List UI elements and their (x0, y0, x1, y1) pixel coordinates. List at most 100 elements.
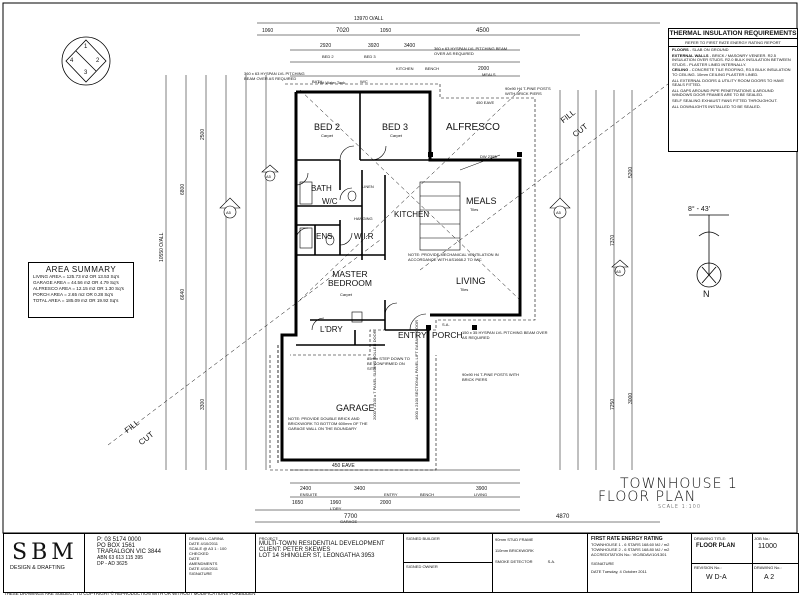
meta-key: AMENDMENTS (189, 561, 218, 566)
legend-key: 110mm BRICKWORK (495, 548, 534, 553)
dim-label-entry: ENTRY (384, 492, 398, 497)
plan-title-line2: FLOOR PLAN (598, 489, 697, 505)
bath-fixtures (299, 181, 363, 323)
note-pitching-beam-2: 360 x 63 HYSPAN LVL PITCHING BEAM OVER A… (434, 46, 508, 56)
dim-bottom-4: 1650 (292, 500, 304, 506)
dim-top-6: 3920 (368, 43, 380, 49)
dim-left-4: 3300 (200, 398, 206, 410)
legend-value: S.A. (547, 559, 556, 564)
area-row: TOTAL AREA = 185.09 m2 OR 19.92 Sq's (33, 298, 119, 303)
kitchen-bench (419, 181, 461, 251)
section-label-2: A5 (556, 210, 561, 215)
meta-row: AMENDMENTS (189, 561, 255, 566)
energy-title: FIRST RATE ENERGY RATING (591, 536, 663, 542)
project-client: CLIENT: PETER SKEWES (259, 547, 331, 553)
dim-bottom-2: 3400 (354, 486, 366, 492)
area-row: ALFRESCO AREA = 12.15 m2 OR 1.30 Sq's (33, 286, 124, 291)
dim-top-8: 2000 (478, 66, 490, 72)
note-posts-2: 90x90 H4 T-PINE POSTS WITH BRICK PIERS (462, 372, 520, 382)
meta-row: SCALE @ A3 1 : 100 (189, 546, 255, 551)
signed-builder: SIGNED BUILDER (406, 536, 440, 541)
thermal-item: ALL GAPS AROUND PIPE PENETRATIONS & AROU… (669, 88, 797, 98)
meta-key: SIGNATURE (189, 571, 213, 576)
dim-left-3: 2500 (200, 128, 206, 140)
legend-cell: 90mm STUD FRAME 110mm BRICKWORK SMOKE DE… (492, 534, 588, 592)
room-linen: LINEN (362, 184, 374, 189)
room-alfresco: ALFRESCO (446, 122, 500, 133)
north-label: N (703, 289, 710, 299)
dim-overall-top: 13970 O/ALL (354, 16, 384, 22)
meta-value: L.CARINA (205, 536, 224, 541)
note-step-down: 85mm STEP DOWN TO BE CONFIRMED ON SITE (367, 356, 410, 371)
meta-key: CHECKED (189, 551, 209, 556)
thermal-item-value: - BRICK / MASONRY VENEER. R2.5 INSULATIO… (672, 52, 791, 67)
dim-label-kitchen: KITCHEN (396, 66, 414, 71)
room-porch: PORCH (432, 330, 463, 340)
legend-row: 110mm BRICKWORK (495, 548, 587, 553)
eave-bottom: 450 EAVE (332, 463, 355, 469)
note-garage-door: 1600 x 2100 SECTIONAL PANEL LIFT GARAGE … (414, 319, 419, 420)
job-cell: JOB No.: 11000 DRAWING No.: A 2 (752, 534, 798, 592)
note-eave: 450 EAVE (476, 100, 495, 105)
section-label-4: A5 (616, 269, 621, 274)
right-dimension-lines (559, 90, 633, 470)
external-walls (280, 90, 522, 462)
section-label-1: A5 (226, 210, 231, 215)
meta-value: 4/10/2011 (200, 566, 219, 571)
room-wc: W/C (322, 197, 338, 206)
dim-label-bed2: BED 2 (322, 54, 334, 59)
rosette-num-4: 4 (70, 58, 74, 64)
legend-key: 90mm STUD FRAME (495, 537, 534, 542)
drawing-title-cell: DRAWING TITLE: FLOOR PLAN REVISION No.: … (692, 534, 753, 592)
thermal-item-value: ALL GAPS AROUND PIPE PENETRATIONS & AROU… (672, 87, 774, 98)
meta-row: DATE (189, 556, 255, 561)
note-posts-1: 90x90 H4 T-PINE POSTS WITH BRICK PIERS (505, 86, 551, 96)
dim-top-5: 2920 (320, 43, 332, 49)
logo-cell: SBM DESIGN & DRAFTING (4, 534, 85, 592)
dim-bottom-8: 4870 (556, 514, 570, 520)
energy-line: TOWNHOUSE 1 - 6 STARS 168.60 MJ / m2 (591, 542, 670, 547)
drawing-number: A 2 (764, 574, 775, 581)
note-dw: DW 2355 (480, 154, 497, 159)
note-roller-door: 2000 x 2100 x 7 PANEL SLIDING ROLLER DOO… (372, 330, 377, 420)
contact-line: ABN 63 613 115 395 (97, 555, 144, 561)
section-markers (219, 164, 629, 277)
room-bed3-finish: Carpet (390, 133, 403, 138)
section-marker-bottom-right (611, 259, 629, 277)
top-dimension-lines (257, 22, 660, 77)
thermal-item-key: EXTERNAL WALLS (672, 52, 709, 58)
drawing-title: FLOOR PLAN (696, 543, 735, 549)
contact-line: P: 03 5174 0000 (97, 537, 142, 543)
job-divider (752, 563, 798, 564)
meta-row: DATE 4/10/2011 (189, 566, 255, 571)
dim-bottom-6: 2000 (380, 500, 392, 506)
area-row: PORCH AREA = 2.65 m2 OR 0.28 Sq's (33, 292, 114, 297)
area-summary-title: AREA SUMMARY (45, 265, 117, 274)
room-meals: MEALS (466, 196, 497, 206)
north-arrow (689, 214, 729, 288)
legend-key: SMOKE DETECTOR (495, 559, 533, 564)
room-living: LIVING (456, 276, 486, 286)
dim-left-overall: 10550 O/ALL (159, 232, 165, 262)
drawing-no-label: DRAWING No.: (754, 565, 782, 570)
room-bed3: BED 3 (382, 122, 409, 132)
left-dimension-lines (165, 75, 267, 470)
thermal-item: ALL EXTERNAL DOORS & UTILITY ROOM DOORS … (669, 78, 797, 88)
contact-line: PO BOX 1561 (97, 543, 136, 549)
revision-label: REVISION No.: (694, 565, 722, 570)
plan-title-line1: TOWNHOUSE 1 (620, 476, 738, 492)
thermal-item: EXTERNAL WALLS - BRICK / MASONRY VENEER.… (669, 53, 797, 68)
logo-sub: DESIGN & DRAFTING (10, 565, 65, 571)
thermal-item-value: ALL DOWNLIGHTS INSTALLED TO BE SEALED. (672, 103, 761, 109)
room-master-finish: Carpet (340, 292, 353, 297)
dim-right-4: 7250 (610, 398, 616, 410)
thermal-item-value: ALL EXTERNAL DOORS & UTILITY ROOM DOORS … (672, 77, 785, 88)
title-block: SBM DESIGN & DRAFTING P: 03 5174 0000 PO… (3, 533, 799, 593)
dim-bottom-7: 7700 (344, 514, 358, 520)
meta-key: DRAWN (189, 536, 204, 541)
job-number: 11000 (758, 543, 777, 550)
drawing-title-label: DRAWING TITLE: (694, 536, 727, 541)
dim-label-ensuite: ENSUITE (300, 492, 318, 497)
